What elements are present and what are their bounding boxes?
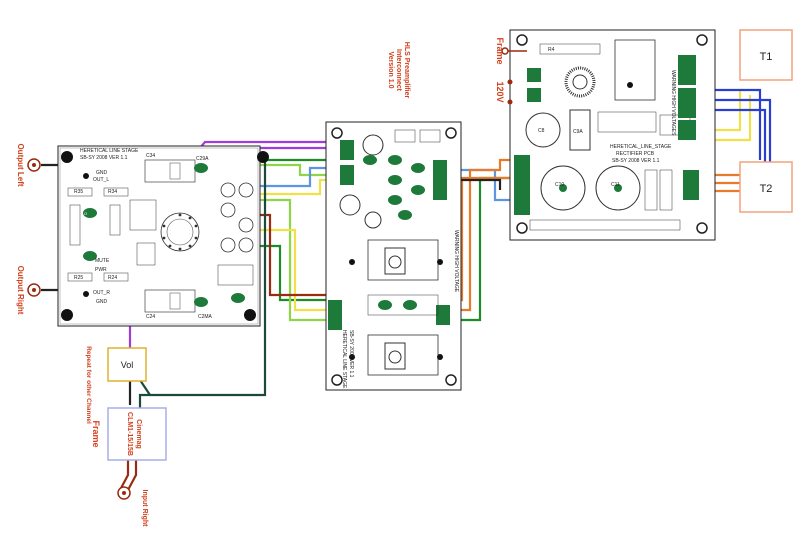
mount-hole xyxy=(516,222,528,234)
label-r4: R4 xyxy=(548,47,555,53)
output-left-jack xyxy=(27,158,41,172)
mount-hole xyxy=(445,374,457,386)
label-c2ma: C2MA xyxy=(198,314,213,320)
output-right-label: Output Right xyxy=(16,266,25,315)
wire-lightblue-2 xyxy=(460,168,515,202)
line-stage-subtitle: SB-SY 2008 VER 1.1 xyxy=(80,155,128,161)
mount-hole xyxy=(696,34,708,46)
label-c11: C11 xyxy=(611,182,620,188)
wire-black-1 xyxy=(460,178,502,190)
line-stage-title: HERETICAL LINE STAGE xyxy=(80,148,139,154)
frame-bottom-label: Frame xyxy=(91,420,101,447)
rectifier-warning: WARNING HIGH VOLTAGES xyxy=(670,70,676,136)
regulator-board: WARNING HIGH VOLTAGE HERETICAL LINE STAG… xyxy=(325,121,462,391)
tube-socket xyxy=(160,212,200,252)
regulator-warning: WARNING HIGH VOLTAGE xyxy=(453,230,459,293)
vol-label: Vol xyxy=(121,360,134,370)
title-line-3: Version 1.0 xyxy=(387,52,394,89)
mount-hole xyxy=(696,222,708,234)
frame-ground-top xyxy=(501,47,527,55)
t2-label: T2 xyxy=(760,183,773,195)
label-c24: C24 xyxy=(146,314,155,320)
cinemag-label: Cinemag xyxy=(135,419,142,449)
input-right-label: Input Right xyxy=(141,490,148,528)
wire-blue-3 xyxy=(695,108,767,162)
wire-blue-1 xyxy=(695,88,762,160)
cinemag-model-label: CLM1-15/15B xyxy=(126,412,133,456)
title-line-2: Interconnect xyxy=(395,49,402,92)
label-r24: R24 xyxy=(108,275,117,281)
regulator-subtitle: SB-SY 2008 VER 1.1 xyxy=(348,330,354,378)
label-gnd-bottom: GND xyxy=(96,299,108,305)
mount-hole xyxy=(257,151,269,163)
label-out-r: OUT_R xyxy=(93,290,110,296)
label-c8: C8 xyxy=(538,128,545,134)
mains-120v-label: 120V xyxy=(495,81,505,102)
label-r25: R25 xyxy=(74,275,83,281)
mount-hole xyxy=(445,127,457,139)
line-stage-board: HERETICAL LINE STAGE SB-SY 2008 VER 1.1 … xyxy=(57,145,269,327)
svg-text:O: O xyxy=(84,211,87,216)
repeat-note: Repeat for other Channel xyxy=(85,346,92,424)
rectifier-subtitle-1: RECTIFIER PCB xyxy=(616,151,655,157)
mount-hole xyxy=(61,309,73,321)
title-block: HLS Preamplifier Interconnect Version 1.… xyxy=(387,42,410,99)
wire-lightblue-1 xyxy=(230,166,330,188)
cinemag-transformer: Cinemag CLM1-15/15B xyxy=(107,407,167,461)
wire-yellow-1 xyxy=(230,178,330,196)
output-right-jack xyxy=(27,283,41,297)
mount-hole xyxy=(61,151,73,163)
mount-hole xyxy=(244,309,256,321)
input-right-jack xyxy=(117,486,131,500)
mount-hole xyxy=(331,127,343,139)
wire-darkgreen-2 xyxy=(139,379,151,396)
mount-hole xyxy=(331,374,343,386)
label-c10: C10 xyxy=(555,182,564,188)
rectifier-title: HERETICAL_LINE_STAGE xyxy=(610,144,672,150)
wire-darkgreen-1 xyxy=(138,160,267,408)
t1-label: T1 xyxy=(760,51,773,63)
mains-120v xyxy=(507,79,513,105)
rectifier-board: R4 C8 C9A WARNING HIGH VOLTAGES HERETICA… xyxy=(509,29,716,241)
mount-hole xyxy=(516,34,528,46)
transformer-t1: T1 xyxy=(739,29,793,81)
wire-orange-1 xyxy=(440,158,515,312)
output-left-label: Output Left xyxy=(16,143,25,186)
label-c9a: C9A xyxy=(573,129,583,135)
right-side-components xyxy=(217,182,254,303)
title-line-1: HLS Preamplifier xyxy=(403,42,410,99)
label-mute: MUTE xyxy=(95,258,110,264)
label-r35: R35 xyxy=(74,189,83,195)
label-r34: R34 xyxy=(108,189,117,195)
toroid-inductor xyxy=(564,66,596,98)
label-out-l: OUT_L xyxy=(93,177,109,183)
regulator-title: HERETICAL LINE STAGE xyxy=(341,330,347,389)
rectifier-subtitle-2: SB-SY 2008 VER 1.1 xyxy=(612,158,660,164)
label-gnd-top: GND xyxy=(96,170,108,176)
label-pwr: PWR xyxy=(95,267,107,273)
label-c34: C34 xyxy=(146,153,155,159)
line-stage-outline xyxy=(57,145,261,327)
wire-blue-2 xyxy=(695,98,772,165)
transformer-t2: T2 xyxy=(739,161,793,213)
label-c29a: C29A xyxy=(196,156,209,162)
frame-top-label: Frame xyxy=(495,37,505,64)
volume-control: Vol xyxy=(107,347,147,382)
